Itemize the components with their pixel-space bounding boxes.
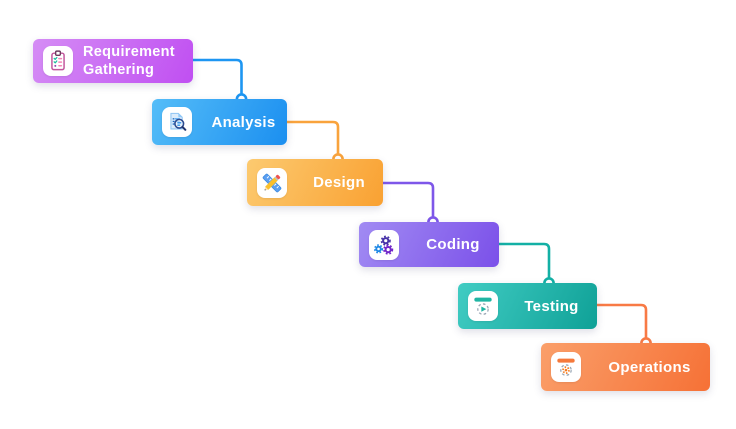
connector-coding-to-testing [497, 242, 551, 280]
gears-icon [369, 229, 399, 260]
node-coding: Coding [359, 222, 499, 267]
connector-testing-to-operations [595, 303, 648, 340]
node-analysis: Analysis [152, 99, 287, 145]
node-design: Design [247, 159, 383, 206]
node-requirement-gathering: Requirement Gathering [33, 39, 193, 83]
operations-gear-window-icon [551, 352, 581, 382]
node-label: Requirement Gathering [83, 43, 175, 79]
document-magnifier-icon [162, 107, 192, 137]
node-label: Operations [608, 358, 691, 376]
test-run-window-icon [468, 291, 498, 321]
node-label: Analysis [211, 113, 276, 131]
node-label: Design [313, 174, 365, 191]
node-operations: Operations [541, 343, 710, 391]
connector-design-to-coding [381, 181, 435, 219]
clipboard-checklist-icon [43, 46, 73, 76]
connector-analysis-to-design [285, 120, 340, 156]
node-label: Testing [524, 297, 579, 315]
node-label: Coding [426, 236, 480, 253]
connector-requirement-to-analysis [191, 58, 243, 96]
node-testing: Testing [458, 283, 597, 329]
ruler-pencil-icon [257, 167, 287, 198]
